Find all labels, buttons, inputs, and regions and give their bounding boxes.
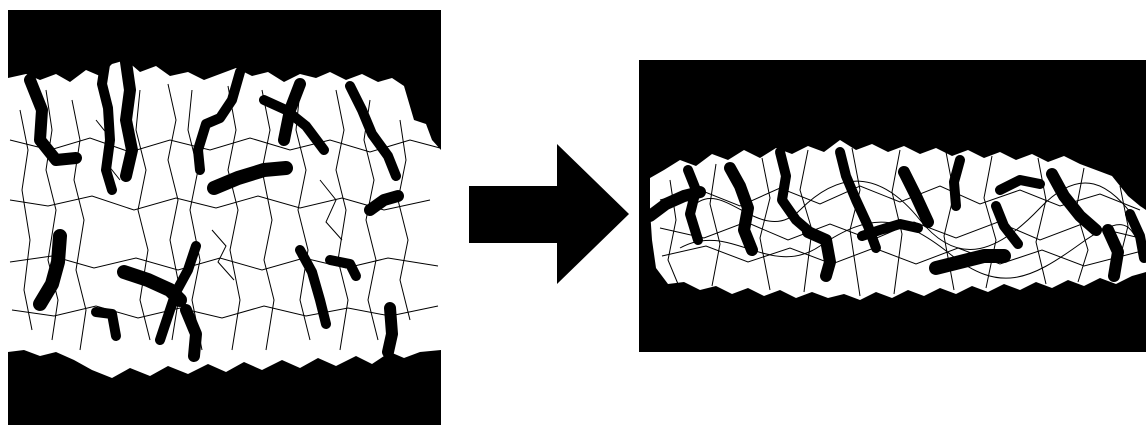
arrow-right-icon — [469, 144, 629, 284]
panel-before-large-cracks — [24, 53, 404, 362]
panel-after — [639, 60, 1146, 352]
panel-after-large-cracks — [644, 147, 1146, 282]
panel-before-fine-cracks — [9, 83, 441, 351]
panel-before — [8, 10, 441, 425]
arrow-shape — [469, 144, 629, 284]
panel-before-specimen — [8, 60, 441, 378]
